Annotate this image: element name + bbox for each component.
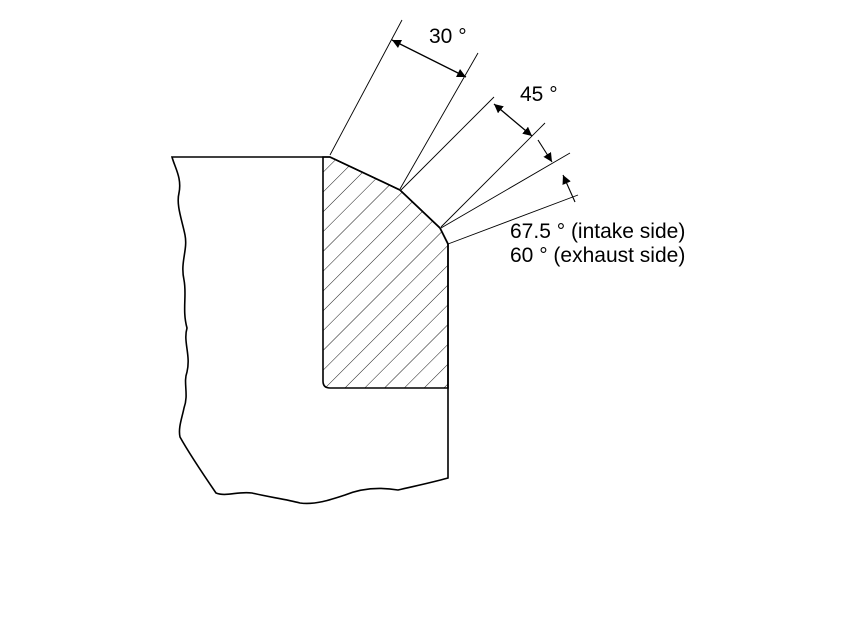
- extension-line-45-b: [440, 122, 546, 228]
- angle-label-30: 30 °: [429, 25, 467, 48]
- dimension-arrow-30: [391, 39, 467, 78]
- extension-line-67-b: [447, 194, 579, 245]
- dimension-arrow-67-inner: [562, 174, 576, 203]
- extension-line-67-a: [440, 152, 571, 229]
- extension-line-45-a: [400, 96, 495, 191]
- valve-seat-insert: [322, 156, 449, 389]
- angle-label-45: 45 °: [520, 83, 558, 106]
- extension-line-30-b: [399, 52, 479, 190]
- dimension-arrow-67-outer: [537, 139, 553, 163]
- angle-label-exhaust: 60 ° (exhaust side): [510, 244, 685, 267]
- extension-line-30-a: [329, 19, 403, 156]
- cylinder-head-outline: [170, 156, 449, 505]
- dimension-arrow-45: [493, 103, 533, 137]
- angle-label-intake: 67.5 ° (intake side): [510, 220, 685, 243]
